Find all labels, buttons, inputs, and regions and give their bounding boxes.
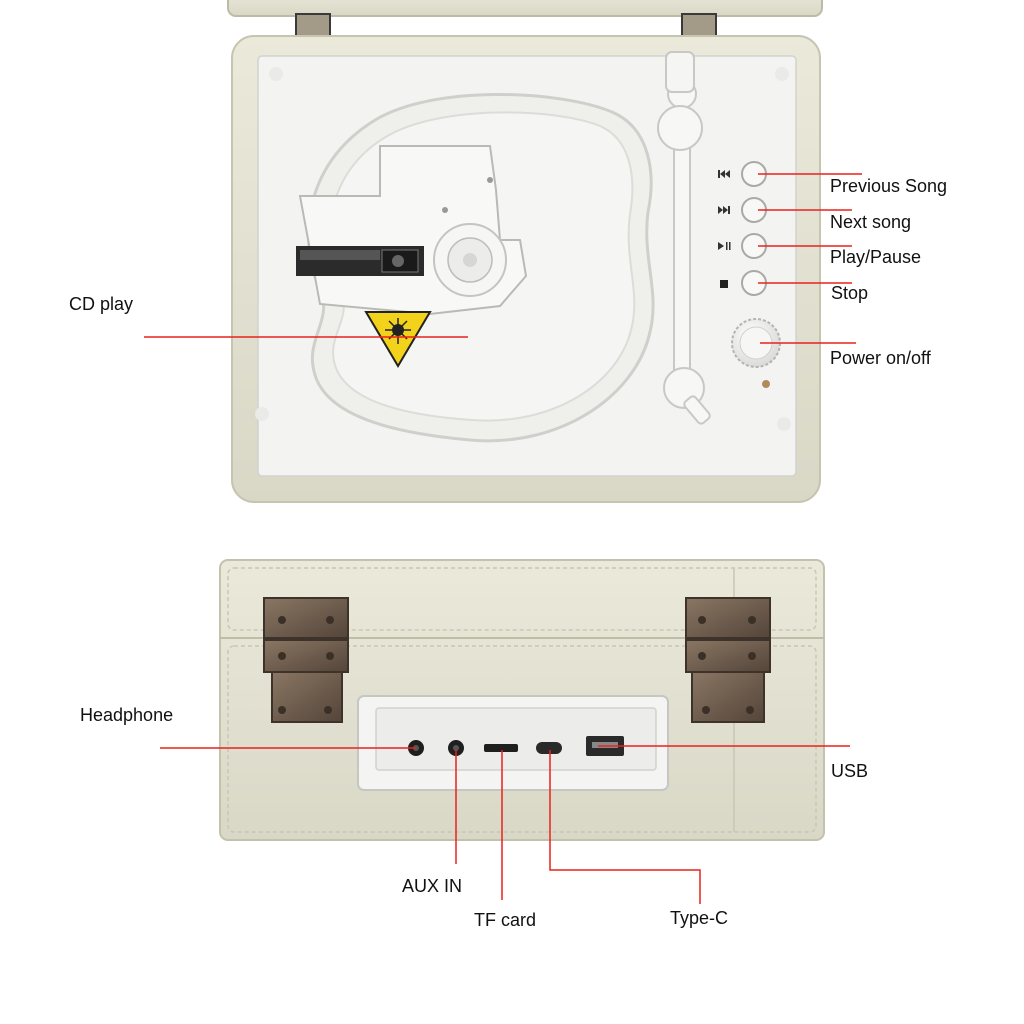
stop-icon xyxy=(720,280,728,288)
label-aux-in: AUX IN xyxy=(402,876,463,896)
label-tf-card: TF card xyxy=(474,910,537,930)
power-knob[interactable] xyxy=(731,318,781,368)
hinge-right xyxy=(685,597,771,723)
next-track-icon xyxy=(718,206,730,214)
label-usb: USB xyxy=(831,761,869,781)
leader-lines xyxy=(144,173,862,904)
label-type-c: Type-C xyxy=(670,908,729,928)
aux-in-jack[interactable] xyxy=(448,740,464,756)
label-power: Power on/off xyxy=(830,348,931,368)
label-cd-play: CD play xyxy=(69,294,134,314)
tonearm xyxy=(657,51,711,425)
leader-type-c xyxy=(549,750,701,904)
play-pause-icon xyxy=(718,242,731,250)
tf-card-slot[interactable] xyxy=(484,744,518,752)
lid-edge xyxy=(227,0,823,17)
label-stop: Stop xyxy=(831,283,869,303)
label-play-pause: Play/Pause xyxy=(830,247,922,267)
type-c-port[interactable] xyxy=(536,742,562,754)
label-next-song: Next song xyxy=(830,212,912,232)
power-led xyxy=(762,380,770,388)
back-view xyxy=(219,559,825,841)
label-previous-song: Previous Song xyxy=(830,176,948,196)
top-view xyxy=(227,0,823,503)
label-headphone: Headphone xyxy=(80,705,174,725)
hinge-left xyxy=(263,597,349,723)
previous-track-icon xyxy=(718,170,730,178)
laser-warning-icon xyxy=(364,311,432,368)
